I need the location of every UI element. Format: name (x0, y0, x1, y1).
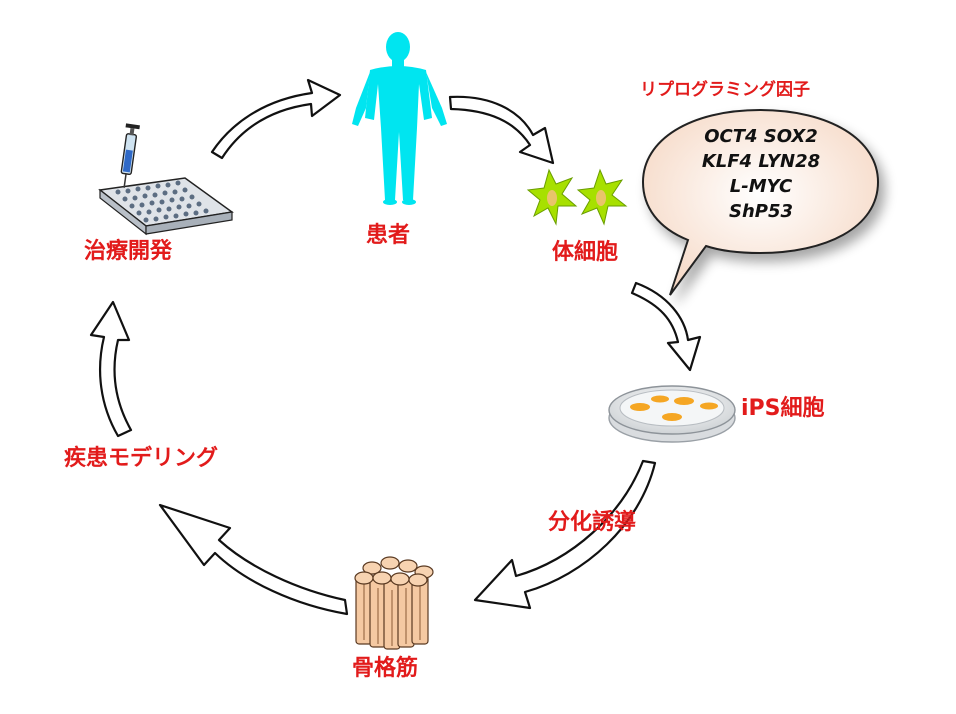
label-patient: 患者 (366, 223, 411, 248)
petri-dish-icon (608, 385, 736, 443)
factor-line: OCT4 SOX2 (704, 126, 818, 147)
muscle-fiber-icon (354, 556, 434, 650)
factor-line: L-MYC (729, 176, 793, 197)
label-reprogramming-factors: リプログラミング因子 (640, 80, 810, 100)
well-plate-syringe-icon (98, 123, 234, 236)
cycle-arrow-icon (448, 95, 555, 165)
label-disease-modeling: 疾患モデリング (64, 446, 219, 471)
label-ips-cell: iPS細胞 (741, 396, 825, 421)
label-differentiation: 分化誘導 (548, 510, 637, 535)
factor-line: KLF4 LYN28 (701, 151, 821, 172)
human-body-icon (352, 32, 447, 205)
cycle-arrow-icon (630, 281, 702, 372)
label-somatic-cell: 体細胞 (552, 240, 619, 265)
cycle-arrow-icon (210, 78, 342, 160)
reprogramming-factor-list: OCT4 SOX2 KLF4 LYN28 L-MYC ShP53 (676, 124, 846, 224)
factor-line: ShP53 (728, 201, 794, 222)
label-drug-development: 治療開発 (84, 239, 173, 264)
label-skeletal-muscle: 骨格筋 (352, 656, 419, 681)
somatic-cell-icon (526, 168, 628, 226)
cycle-arrow-icon (473, 459, 657, 610)
cycle-arrow-icon (158, 503, 349, 616)
speech-bubble-icon (641, 108, 880, 296)
cycle-arrow-icon (89, 300, 133, 438)
